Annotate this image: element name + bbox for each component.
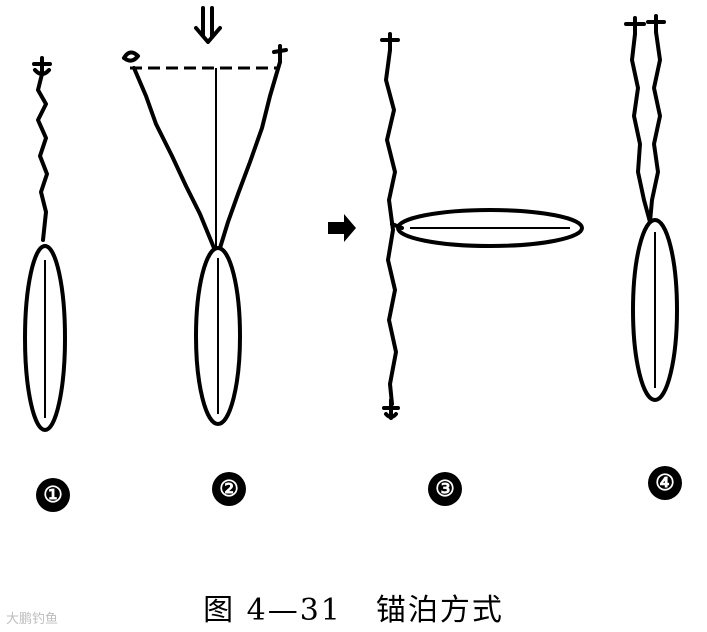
mooring-method-3 — [328, 32, 584, 420]
bow-line-3 — [390, 222, 404, 230]
force-arrow-icon — [194, 6, 222, 44]
anchor-chain-1 — [36, 72, 49, 242]
anchor-chain-4-left — [630, 32, 652, 224]
anchor-chain-3 — [384, 48, 398, 406]
anchor-top-4-left — [624, 16, 646, 36]
method-label-2: ② — [212, 472, 246, 506]
method-label-4: ④ — [648, 466, 682, 500]
anchor-left-2 — [122, 50, 140, 63]
anchor-top-3 — [380, 32, 400, 52]
ship-hull-1 — [23, 244, 67, 432]
ship-hull-2 — [194, 246, 242, 426]
anchor-chain-2-left — [132, 66, 216, 250]
mooring-method-2 — [122, 6, 288, 426]
current-arrow-icon — [328, 214, 356, 242]
anchor-chain-4-right — [648, 30, 662, 224]
anchor-chain-2-right — [218, 60, 282, 250]
mooring-method-1 — [23, 56, 67, 432]
anchor-top-1 — [32, 56, 52, 76]
watermark: 大鹏钓鱼 — [6, 612, 59, 627]
mooring-method-4 — [624, 14, 679, 402]
anchor-right-2 — [272, 44, 288, 64]
figure-title: 锚泊方式 — [375, 593, 504, 628]
anchor-top-4-right — [646, 14, 666, 34]
figure-caption: 图 4—31 锚泊方式 — [0, 585, 707, 629]
method-label-3: ③ — [428, 472, 462, 506]
ship-hull-4 — [631, 218, 679, 402]
method-label-1: ① — [36, 478, 70, 512]
figure-number: 图 4—31 — [203, 593, 342, 628]
